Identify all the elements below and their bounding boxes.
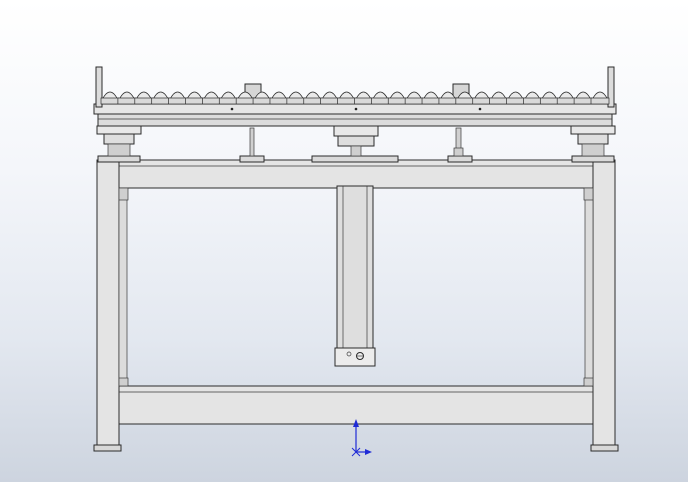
cylinder-end-cap: [334, 347, 376, 367]
conveyor-rail-bottom: [97, 113, 613, 127]
roller-bracket: [303, 97, 323, 105]
lift-cylinder[interactable]: [334, 185, 376, 367]
roller-bracket: [506, 97, 525, 105]
roller-bracket: [455, 97, 475, 105]
mounting-plates: [97, 155, 615, 163]
roller-bracket: [489, 97, 508, 105]
port-icon: [346, 351, 352, 357]
roller-bracket: [354, 97, 373, 105]
roller-bracket: [573, 97, 593, 105]
roller-bracket: [286, 97, 306, 105]
roller-bracket: [539, 97, 559, 105]
roller-bracket: [523, 97, 542, 105]
roller-bracket: [556, 97, 576, 105]
right-leg: [592, 159, 616, 447]
roller-bracket: [438, 97, 458, 105]
roller-bracket: [472, 97, 492, 105]
roller-bracket: [252, 97, 272, 105]
side-guard-right: [607, 66, 615, 108]
left-foot: [93, 444, 122, 452]
port-icon-2: [356, 352, 364, 360]
cylinder-body: [336, 185, 374, 351]
top-beam: [96, 159, 616, 189]
roller-bracket: [387, 97, 407, 105]
table-frame[interactable]: [93, 159, 619, 452]
left-leg: [96, 159, 120, 447]
side-guard-left: [95, 66, 103, 108]
roller-bracket: [151, 97, 171, 105]
roller-bracket: [235, 97, 255, 105]
roller-bracket: [337, 97, 356, 105]
roller-bracket: [185, 97, 204, 105]
inner-rail-right: [584, 187, 594, 387]
roller-bracket: [320, 97, 340, 105]
roller-bracket: [202, 97, 221, 105]
roller-bracket: [218, 97, 238, 105]
roller-bracket: [421, 97, 441, 105]
roller-bracket: [370, 97, 390, 105]
center-lift-block: [333, 125, 379, 137]
roller-bracket: [117, 97, 137, 105]
coordinate-triad-icon: [351, 419, 372, 457]
roller-bracket: [100, 97, 120, 105]
roller-bracket: [590, 97, 610, 105]
roller-bracket: [134, 97, 154, 105]
inner-rail-left: [118, 187, 128, 387]
roller-bracket: [404, 97, 424, 105]
guide-posts: [96, 125, 616, 157]
roller-bracket: [168, 97, 187, 105]
roller-conveyor[interactable]: [93, 66, 617, 127]
roller-bracket: [269, 97, 289, 105]
right-foot: [590, 444, 619, 452]
